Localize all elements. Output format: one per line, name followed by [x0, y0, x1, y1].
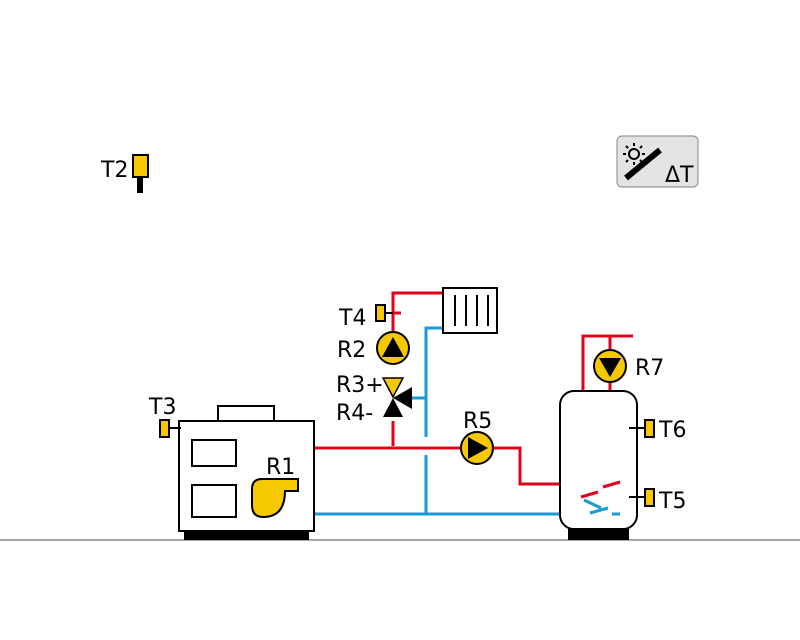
label-t6: T6	[658, 418, 686, 443]
label-t3: T3	[148, 395, 176, 420]
outdoor-sensor-t2: T2	[100, 154, 149, 193]
radiator-icon	[442, 287, 498, 334]
label-r4: R4-	[336, 401, 373, 426]
dhw-pump-r7: R7	[593, 349, 664, 383]
solar-delta-t-badge: ΔT	[616, 135, 699, 188]
label-r2: R2	[337, 338, 366, 363]
label-r1: R1	[266, 455, 295, 480]
tank-sensor-t6: T6	[629, 418, 686, 443]
label-t4: T4	[338, 306, 366, 331]
heating-pump-r2: R2	[337, 331, 410, 365]
flow-sensor-t4: T4	[338, 304, 393, 331]
label-t2: T2	[100, 158, 128, 183]
label-r7: R7	[635, 356, 664, 381]
delta-t-label: ΔT	[665, 163, 694, 188]
label-r5: R5	[463, 409, 492, 434]
label-r3: R3+	[336, 373, 384, 398]
sun-collector-icon	[623, 143, 662, 181]
boiler: R1	[178, 405, 315, 540]
storage-tank	[559, 390, 638, 540]
tank-sensor-t5: T5	[629, 488, 686, 514]
label-t5: T5	[658, 489, 686, 514]
loading-pump-r5: R5	[460, 409, 494, 465]
mixing-valve: R3+ R4-	[336, 373, 412, 426]
heat-exchanger-coil	[580, 480, 621, 516]
burner-fan-icon	[251, 478, 299, 519]
boiler-sensor-t3: T3	[148, 395, 181, 438]
